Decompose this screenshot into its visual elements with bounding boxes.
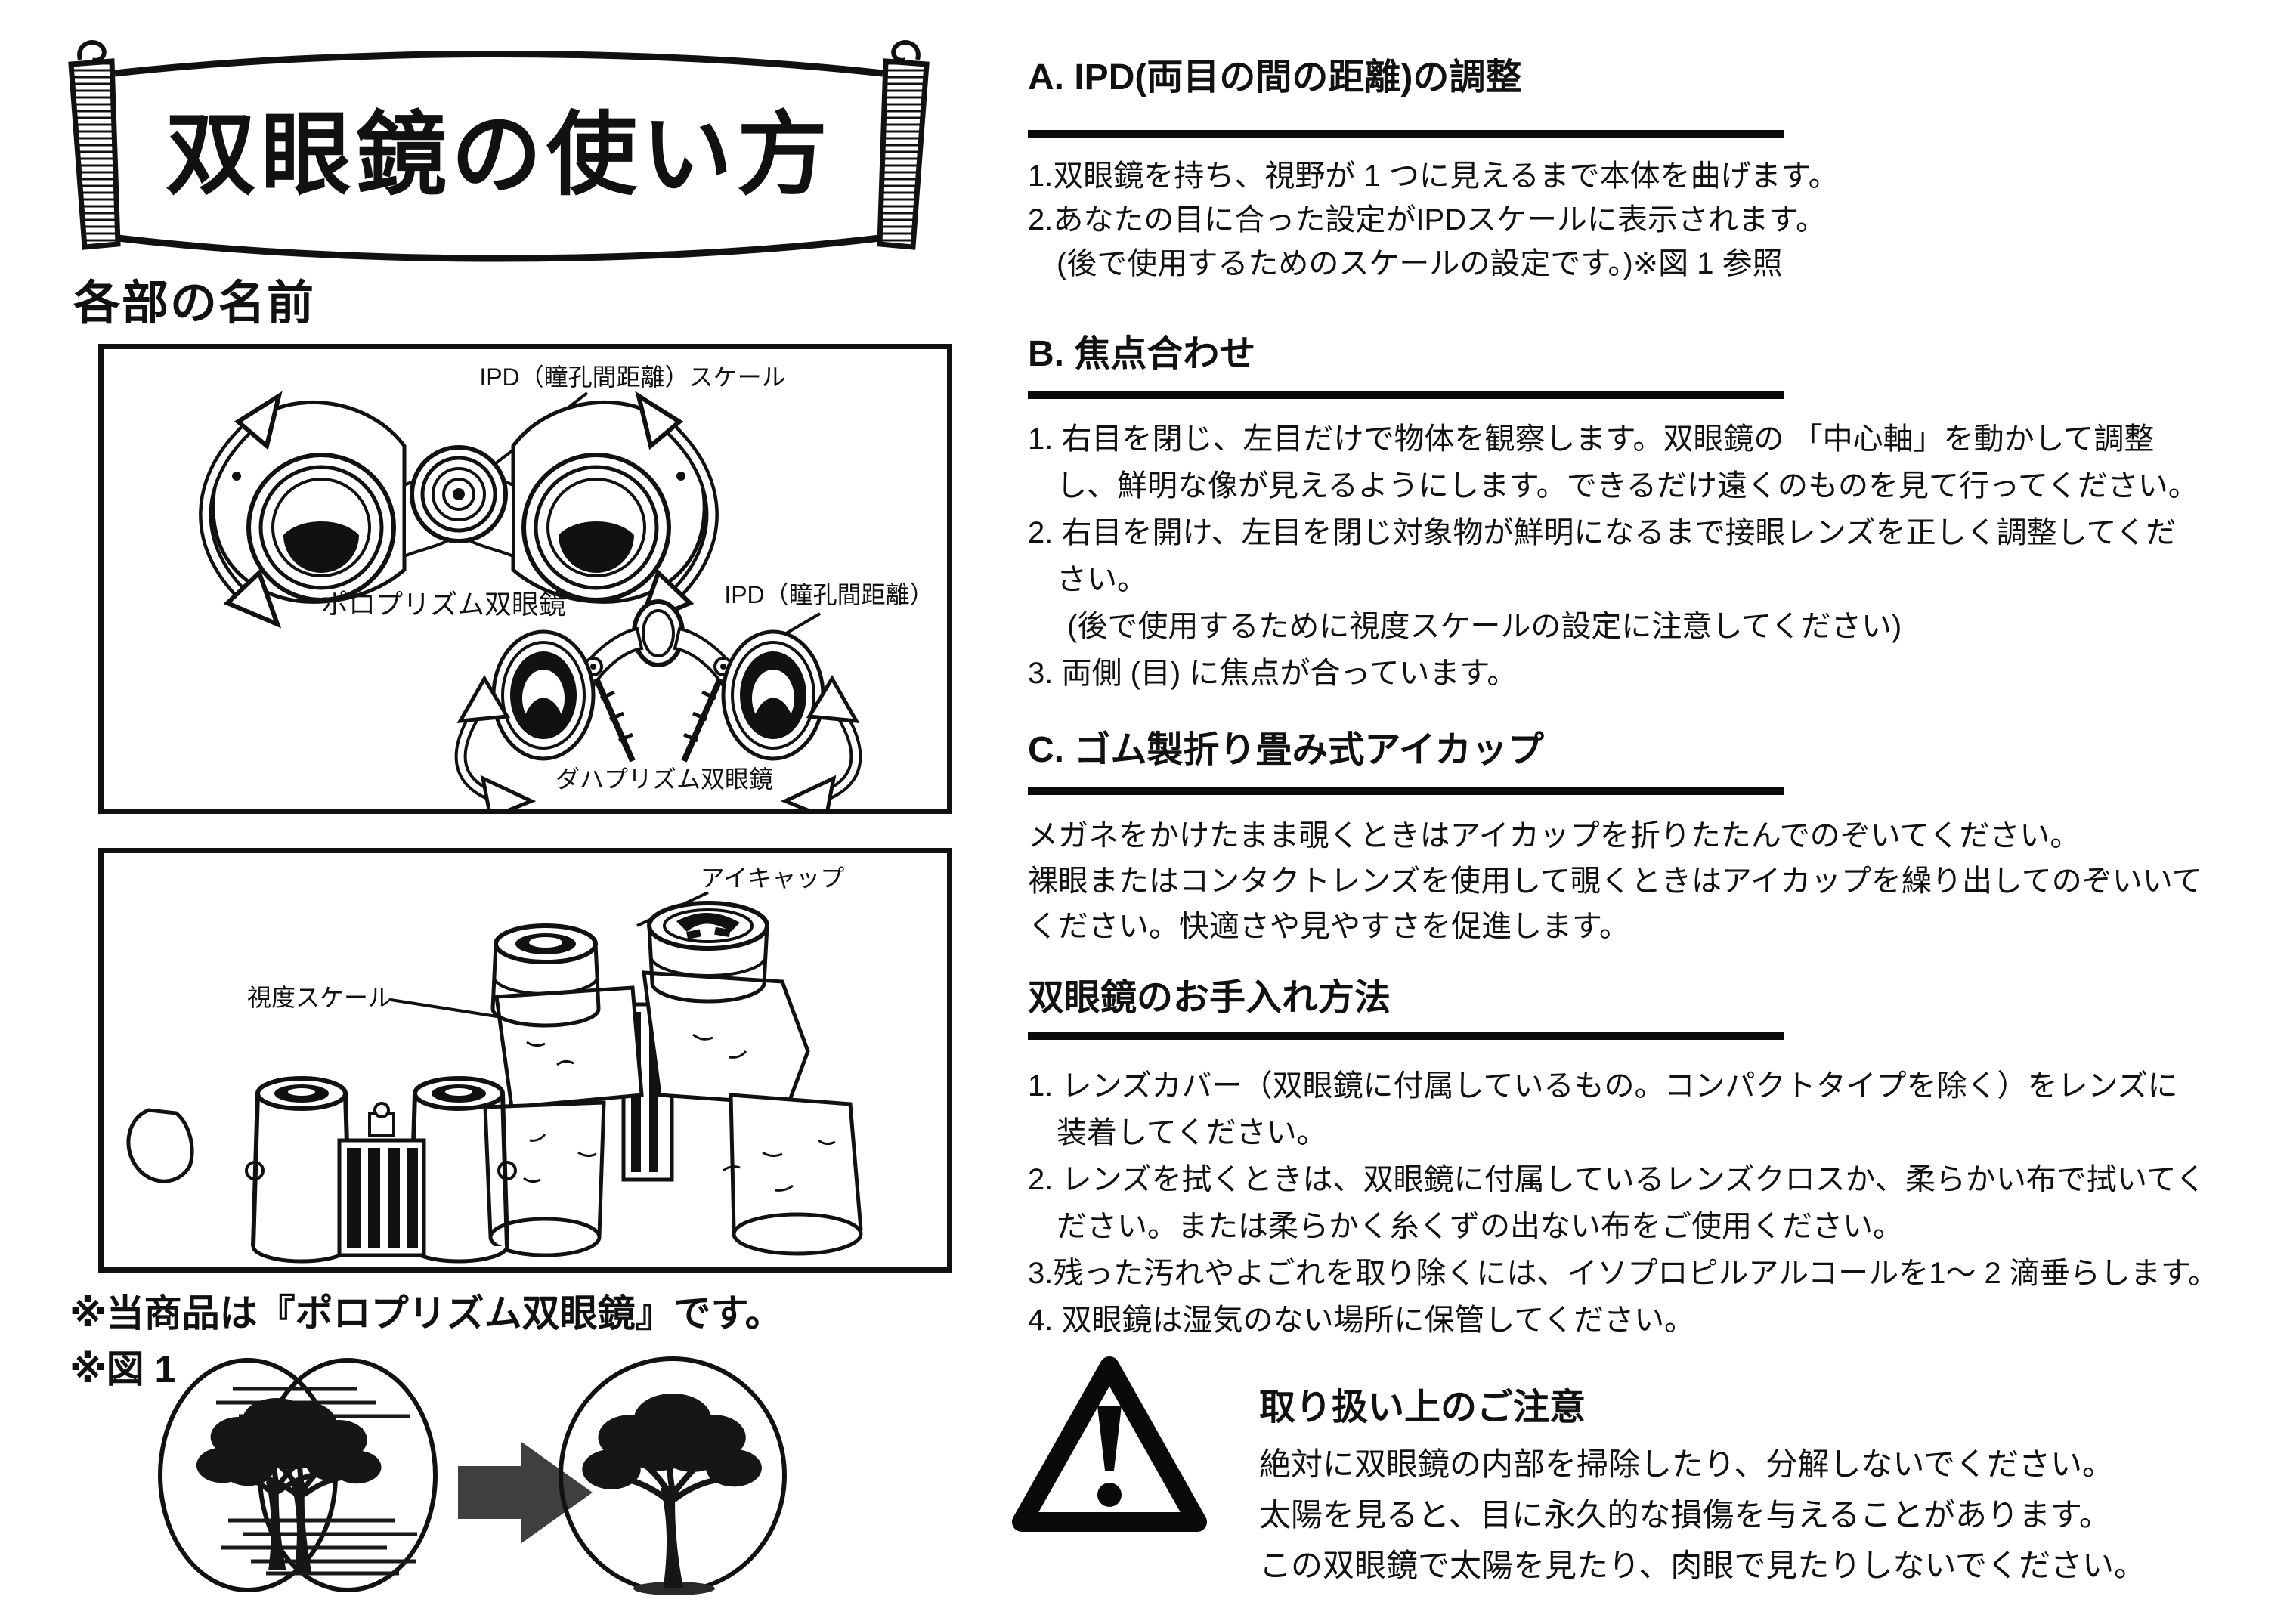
scroll-bottom-edge xyxy=(117,234,880,262)
section-a-line-3: (後で使用するためのスケールの設定です。)※図 1 参照 xyxy=(1057,247,1783,280)
figure1-double-vision-graphic xyxy=(158,1356,787,1595)
binoculars-top-view-diagram: IPD（瞳孔間距離）スケール xyxy=(199,363,934,821)
warning-body: 絶対に双眼鏡の内部を掃除したり、分解しないでください。 太陽を見ると、目に永久的… xyxy=(1259,1439,2146,1591)
scroll-top-edge xyxy=(114,51,883,77)
section-c-line-3: ください。快適さや見やすさを促進します。 xyxy=(1028,910,1629,943)
figure1-label: ※図 1 xyxy=(70,1348,176,1390)
parts-diagram-top-box: IPD（瞳孔間距離）スケール xyxy=(98,344,952,821)
section-c-divider xyxy=(1028,787,1784,795)
care-section-divider xyxy=(1028,1032,1784,1040)
section-b-divider xyxy=(1028,391,1784,399)
care-line-5: 3.残った汚れやよごれを取り除くには、イソプロピルアルコールを1〜 2 滴垂らし… xyxy=(1028,1257,2218,1290)
section-a-divider xyxy=(1028,130,1784,138)
small-binoculars-icon xyxy=(126,1076,517,1264)
diopter-scale-label: 視度スケール xyxy=(247,984,392,1011)
section-b-line-4: さい。 xyxy=(1057,563,1147,596)
warning-line-2: 太陽を見ると、目に永久的な損傷を与えることがあります。 xyxy=(1259,1497,2111,1533)
section-c-title: C. ゴム製折り畳み式アイカップ xyxy=(1028,730,1544,770)
blurred-tree-icon xyxy=(196,1387,417,1573)
section-c-line-1: メガネをかけたまま覗くときはアイカップを折りたたんでのぞいてください。 xyxy=(1028,819,2081,852)
care-line-1: 1. レンズカバー（双眼鏡に付属しているもの。コンパクトタイプを除く）をレンズに xyxy=(1028,1069,2178,1103)
care-section-title: 双眼鏡のお手入れ方法 xyxy=(1028,978,1391,1018)
care-line-6: 4. 双眼鏡は湿気のない場所に保管してください。 xyxy=(1028,1304,1695,1337)
ipd-label: IPD（瞳孔間距離） xyxy=(724,581,933,608)
ipd-scale-label: IPD（瞳孔間距離）スケール xyxy=(479,363,785,391)
scroll-banner-graphic xyxy=(68,40,930,262)
parts-diagram-bottom-box: アイキャップ 視度スケール xyxy=(98,848,952,1273)
section-a-line-2: 2.あなたの目に合った設定がIPDスケールに表示されます。 xyxy=(1028,203,1827,237)
care-line-4: ださい。または柔らかく糸くずの出ない布をご使用ください。 xyxy=(1057,1210,1903,1243)
warning-title: 取り扱い上のご注意 xyxy=(1259,1387,1586,1428)
warning-line-1: 絶対に双眼鏡の内部を掃除したり、分解しないでください。 xyxy=(1259,1446,2115,1482)
section-b-line-6: 3. 両側 (目) に焦点が合っています。 xyxy=(1028,657,1518,690)
instructions-column: A. IPD(両目の間の距離)の調整 1.双眼鏡を持ち、視野が 1 つに見えるま… xyxy=(1028,30,2293,1344)
parts-heading: 各部の名前 xyxy=(73,277,316,329)
care-line-2: 装着してください。 xyxy=(1057,1116,1327,1149)
title-banner: 双眼鏡の使い方 xyxy=(45,26,952,264)
diopter-leader-line xyxy=(390,998,497,1018)
warning-triangle-icon xyxy=(1012,1356,1207,1532)
section-b-line-3: 2. 右目を開け、左目を閉じ対象物が鮮明になるまで接眼レンズを正しく調整してくだ xyxy=(1028,516,2177,549)
section-b-body: 1. 右目を閉じ、左目だけで物体を観察します。双眼鏡の 「中心軸」を動かして調整… xyxy=(1028,416,2293,697)
dach-label: ダハプリズム双眼鏡 xyxy=(555,766,773,793)
scroll-left-roll xyxy=(68,40,121,250)
care-line-3: 2. レンズを拭くときは、双眼鏡に付属しているレンズクロスか、柔らかい布で拭いて… xyxy=(1028,1163,2206,1196)
section-a-body: 1.双眼鏡を持ち、視野が 1 つに見えるまで本体を曲げます。 2.あなたの目に合… xyxy=(1028,154,2293,286)
binoculars-perspective-diagram: アイキャップ 視度スケール xyxy=(126,865,863,1264)
warning-line-3: この双眼鏡で太陽を見たり、肉眼で見たりしないでください。 xyxy=(1259,1548,2146,1583)
section-c-body: メガネをかけたまま覗くときはアイカップを折りたたんでのぞいてください。 裸眼また… xyxy=(1028,813,2293,949)
section-b-title: B. 焦点合わせ xyxy=(1028,334,1256,374)
section-a-line-1: 1.双眼鏡を持ち、視野が 1 つに見えるまで本体を曲げます。 xyxy=(1028,159,1839,193)
porro-label: ポロプリズム双眼鏡 xyxy=(321,589,566,620)
scroll-right-roll xyxy=(877,40,930,250)
handling-warning-block: 取り扱い上のご注意 絶対に双眼鏡の内部を掃除したり、分解しないでください。 太陽… xyxy=(1011,1344,2288,1616)
eyecap-label: アイキャップ xyxy=(701,865,844,892)
section-b-line-1: 1. 右目を閉じ、左目だけで物体を観察します。双眼鏡の 「中心軸」を動かして調整 xyxy=(1028,422,2155,456)
product-note: ※当商品は『ポロプリズム双眼鏡』です。 xyxy=(70,1292,783,1335)
large-binoculars-icon xyxy=(483,901,863,1257)
porro-binoculars-icon xyxy=(211,400,707,604)
section-c-line-2: 裸眼またはコンタクトレンズを使用して覗くときはアイカップを繰り出してのぞいいて xyxy=(1028,865,2202,898)
clear-tree-icon xyxy=(582,1394,762,1595)
care-section-body: 1. レンズカバー（双眼鏡に付属しているもの。コンパクトタイプを除く）をレンズに… xyxy=(1028,1063,2293,1344)
fold-arrow-left-icon xyxy=(199,391,283,629)
section-a-title: A. IPD(両目の間の距離)の調整 xyxy=(1028,57,1522,97)
dach-fold-arrow-right-icon xyxy=(780,675,862,821)
section-b-line-5: (後で使用するために視度スケールの設定に注意してください) xyxy=(1067,610,1902,643)
figure-arrow-icon xyxy=(458,1442,593,1543)
section-b-line-2: し、鮮明な像が見えるようにします。できるだけ遠くのものを見て行ってください。 xyxy=(1057,469,2199,503)
page-title: 双眼鏡の使い方 xyxy=(166,104,832,206)
dach-binoculars-icon xyxy=(491,599,825,763)
